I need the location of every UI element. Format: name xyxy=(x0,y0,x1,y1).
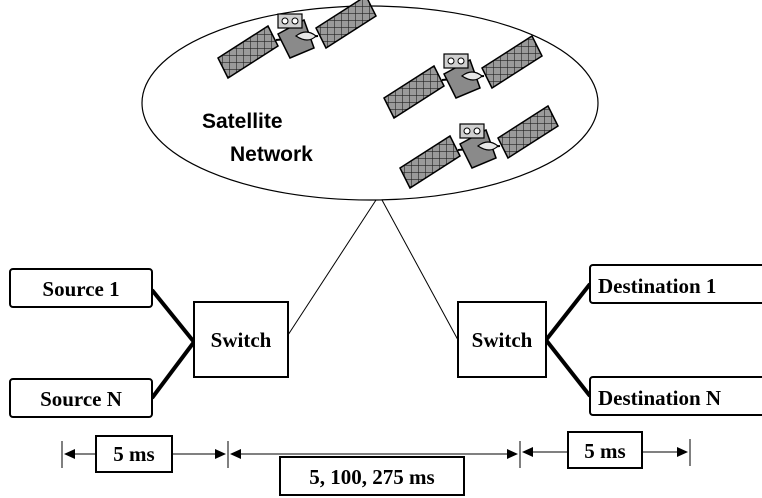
source-1-box xyxy=(9,268,153,308)
destination-1-box xyxy=(589,264,762,304)
delay-left-label: 5 ms xyxy=(113,442,154,466)
destination-1-label: Destination 1 xyxy=(598,274,716,298)
destination-n-box xyxy=(589,376,762,416)
delay-right-label: 5 ms xyxy=(584,439,625,463)
uplink-line xyxy=(287,199,377,336)
source-n-label: Source N xyxy=(40,387,122,411)
destination-n-label: Destination N xyxy=(598,386,721,410)
switch-left-label: Switch xyxy=(211,328,272,352)
delay-right-box xyxy=(567,431,643,469)
delay-dimension-middle xyxy=(230,441,521,468)
cloud-label-line1: Satellite xyxy=(202,110,283,133)
switch-right-box xyxy=(457,301,547,378)
switch-left-box xyxy=(193,301,289,378)
link-switch-destinationN xyxy=(544,338,592,398)
link-sourceN-switch xyxy=(150,340,196,400)
cloud-label-line2: Network xyxy=(230,143,313,166)
switch-right-label: Switch xyxy=(472,328,533,352)
downlink-line xyxy=(381,199,459,341)
delay-dimension-left xyxy=(61,441,229,468)
delay-dimension-right xyxy=(522,439,691,466)
link-source1-switch xyxy=(150,288,196,344)
satellite-network-cloud xyxy=(141,5,599,201)
source-n-box xyxy=(9,378,153,418)
link-switch-destination1 xyxy=(544,282,592,342)
source-1-label: Source 1 xyxy=(42,277,119,301)
delay-middle-box xyxy=(279,456,465,496)
delay-middle-label: 5, 100, 275 ms xyxy=(309,465,434,489)
delay-left-box xyxy=(95,435,173,473)
